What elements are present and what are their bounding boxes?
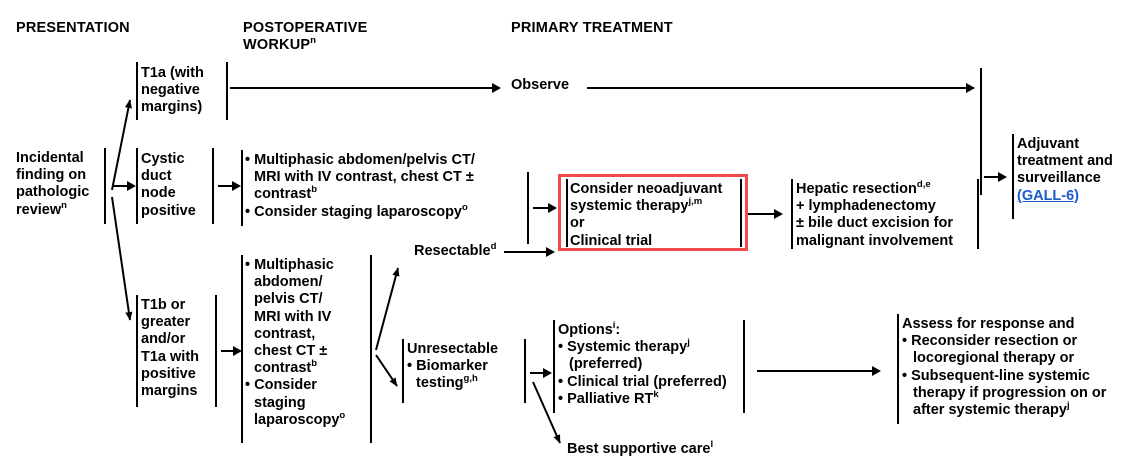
bracket-options-left [553,320,555,413]
node-hepatic-resection: Hepatic resectiond,e + lymphadenectomy ±… [796,179,954,249]
connector-options-to-assess [757,370,874,372]
arrowhead-neoadjuvant-to-hepatic [774,209,783,219]
sup-j: j [1066,400,1070,412]
bracket-options-right [743,320,745,413]
sup-de: d,e [916,179,931,191]
connector-workup-to-neoadjuvant [533,207,551,209]
sup-jm: j,m [688,196,703,208]
sup-n: n [61,199,67,211]
bracket-neoadjuvant-left [566,179,568,247]
arrowhead-observe-to-collector [966,83,975,93]
bracket-t1b-right [215,295,217,407]
sup-d: d [490,241,497,253]
node-assess-response: Assess for response and • Reconsider res… [902,316,1107,419]
sup-b: b [311,358,318,370]
connector-incidental-to-t1a [111,99,132,191]
sup-k: k [653,388,659,400]
arrowhead-options-to-assess [872,366,881,376]
bracket-unresectable-left [402,339,404,403]
connector-observe-to-adjuvant [587,87,974,89]
bracket-workup-cystic-right [527,172,529,244]
bracket-workup-cystic-left [241,150,243,226]
header-sup-n: n [310,35,317,47]
link-gall-6[interactable]: (GALL-6) [1017,187,1080,204]
arrowhead-workup-to-neoadjuvant [548,203,557,213]
column-header-primary-treatment: PRIMARY TREATMENT [511,3,673,37]
node-workup-cystic: • Multiphasic abdomen/pelvis CT/ MRI wit… [245,152,475,220]
bracket-t1a-left [136,62,138,120]
bracket-incidental-finding-right [104,148,106,224]
connector-neoadjuvant-to-hepatic [748,213,778,215]
bracket-assess-left [897,314,899,424]
header-label-primary-treatment: PRIMARY TREATMENT [511,20,673,36]
arrowhead-t1b-to-workup [233,346,242,356]
node-unresectable: Unresectable • Biomarker testingg,h [407,341,499,392]
connector-cystic-to-workup [218,185,234,187]
bracket-hepatic-right [977,179,979,249]
node-adjuvant-treatment: Adjuvant treatment and surveillance (GAL… [1017,136,1139,205]
connector-t1a-to-observe [230,87,494,89]
highlight-box-neoadjuvant [558,174,748,251]
bracket-adjuvant-left [1012,134,1014,219]
node-t1a-negative-margins: T1a (with negative margins) [141,65,204,116]
arrowhead-incidental-to-cystic [127,181,136,191]
arrowhead-cystic-to-workup [232,181,241,191]
bracket-workup-t1b-right [370,255,372,443]
node-options: Optionsi: • Systemic therapyj (preferred… [558,320,727,407]
arrowhead-unresectable-to-options [543,368,552,378]
collector-bar-adjuvant [980,68,982,195]
connector-unresectable-to-best-supportive-care [532,381,561,444]
connector-workup-to-unresectable [375,354,398,387]
column-header-postoperative-workup: POSTOPERATIVE WORKUPn [243,3,368,54]
bracket-t1a-right [226,62,228,120]
bracket-cystic-left [136,148,138,224]
sup-i: i [612,320,616,332]
node-t1b-or-greater: T1b or greater and/or T1a with positive … [141,297,200,400]
connector-t1b-to-workup [221,350,235,352]
header-label-presentation: PRESENTATION [16,20,130,36]
node-observe: Observe [511,77,570,93]
connector-unresectable-to-options [530,372,546,374]
bracket-cystic-right [212,148,214,224]
sup-o: o [339,410,346,421]
connector-workup-to-resectable [375,267,400,351]
bracket-neoadjuvant-right [740,179,742,247]
sup-l: l [710,439,714,451]
bracket-unresectable-right [524,339,526,403]
sup-j: j [687,337,690,349]
connector-collector-to-adjuvant [984,176,1000,178]
node-consider-neoadjuvant: Consider neoadjuvant systemic therapyj,m… [570,181,723,249]
column-header-presentation: PRESENTATION [16,3,130,37]
node-workup-t1b: • Multiphasic abdomen/ pelvis CT/ MRI wi… [245,257,346,428]
bracket-hepatic-left [791,179,793,249]
bracket-t1b-left [136,295,138,407]
sup-o: o [462,201,468,213]
connector-incidental-to-t1b [111,196,133,321]
node-incidental-finding: Incidental finding on pathologic reviewn [16,150,90,218]
sup-b: b [311,184,318,196]
node-resectable: Resectabled [414,241,497,259]
header-label-postoperative-workup: POSTOPERATIVE WORKUP [243,20,368,53]
bracket-workup-t1b-left [241,255,243,443]
arrowhead-collector-to-adjuvant [998,172,1007,182]
arrowhead-resectable-to-neoadjuvant [546,247,555,257]
node-best-supportive-care: Best supportive carel [567,439,714,457]
arrowhead-t1a-to-observe [492,83,501,93]
sup-gh: g,h [463,373,478,385]
connector-resectable-to-neoadjuvant [504,251,550,253]
node-cystic-duct-node-positive: Cystic duct node positive [141,151,196,219]
